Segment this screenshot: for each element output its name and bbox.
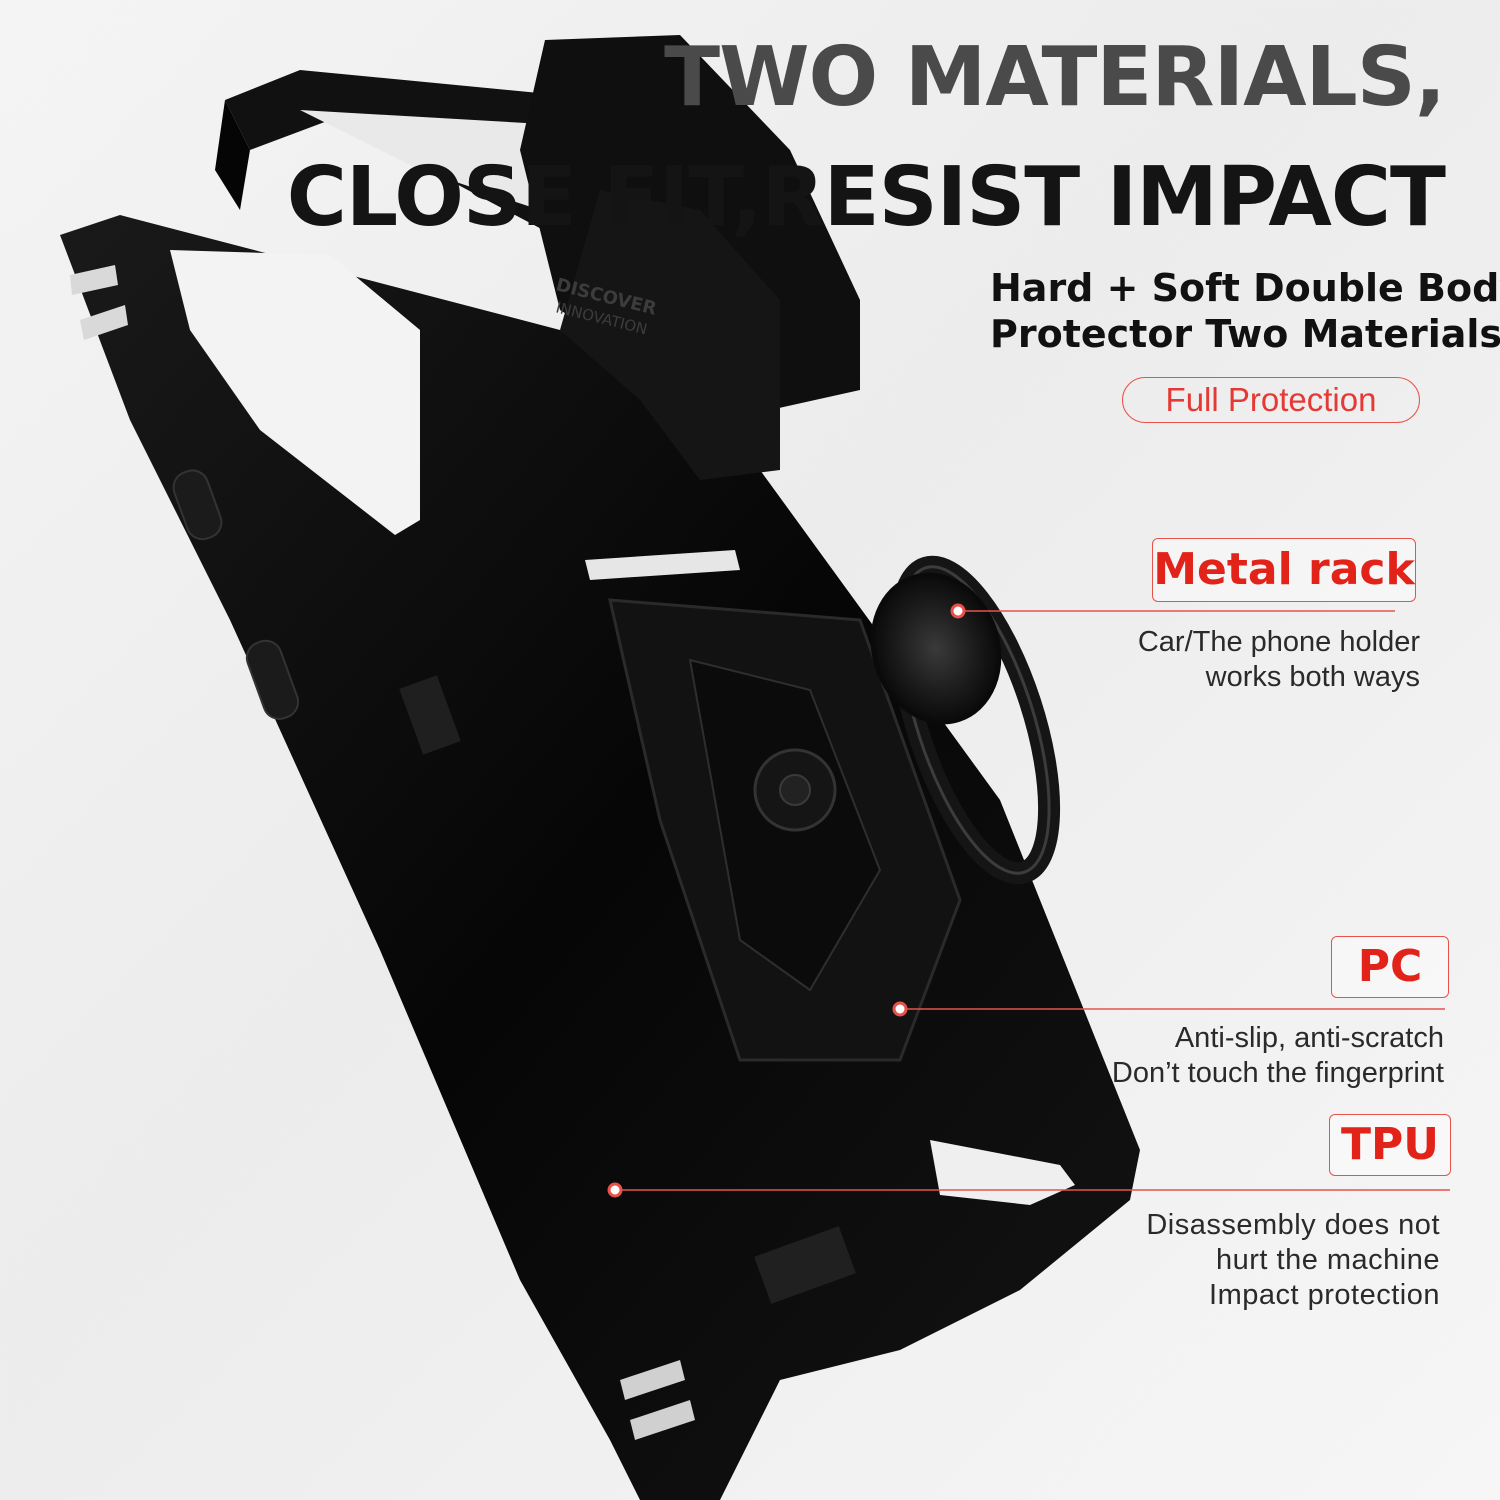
tpu-desc-line: hurt the machine: [1215, 1244, 1440, 1276]
metal-rack-description: Car/The phone holder works both ways: [1138, 625, 1420, 695]
callout-lines: [607, 603, 1450, 1198]
pc-desc-line: Anti-slip, anti-scratch: [1174, 1022, 1444, 1054]
headline-line-2: CLOSE FIT,RESIST IMPACT: [286, 150, 1446, 245]
tpu-desc-line: Disassembly does not: [1146, 1209, 1440, 1241]
camera-slider: DISCOVER INNOVATION: [520, 35, 860, 480]
tpu-description: Disassembly does not hurt the machine Im…: [1146, 1208, 1440, 1313]
metal-rack-desc-line: Car/The phone holder: [1137, 626, 1420, 658]
pc-desc-line: Don’t touch the fingerprint: [1111, 1057, 1444, 1089]
pc-description: Anti-slip, anti-scratch Don’t touch the …: [1112, 1021, 1444, 1091]
tpu-tag: TPU: [1329, 1114, 1451, 1176]
case-body: [60, 215, 1140, 1500]
pc-tag: PC: [1331, 936, 1449, 998]
tpu-desc-line: Impact protection: [1209, 1279, 1440, 1311]
metal-rack-tag: Metal rack: [1152, 538, 1416, 602]
metal-rack-desc-line: works both ways: [1205, 661, 1420, 693]
full-protection-badge: Full Protection: [1122, 377, 1420, 423]
subheadline-line-1: Hard + Soft Double Body: [990, 266, 1500, 310]
subheadline-line-2: Protector Two Materials: [990, 312, 1500, 356]
headline-line-1: TWO MATERIALS,: [664, 30, 1446, 125]
